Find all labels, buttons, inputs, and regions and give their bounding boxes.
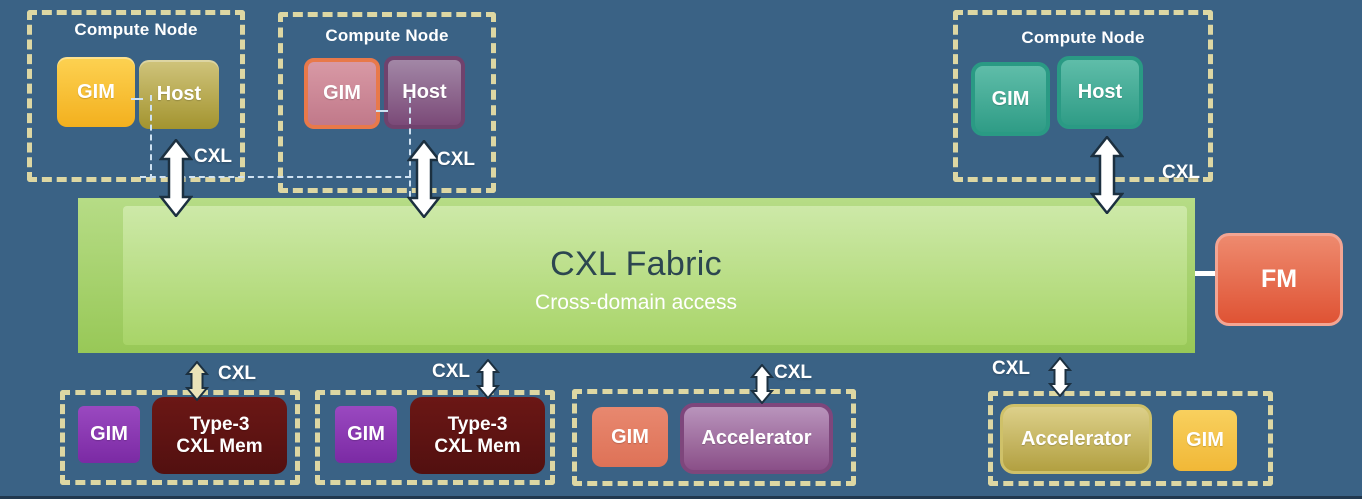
type3-cxl-mem-chip-2: Type-3 CXL Mem <box>410 397 545 474</box>
cxl-arrow-node3 <box>1090 136 1124 214</box>
cxl-label-device2: CXL <box>432 361 470 382</box>
type3-line2: CXL Mem <box>434 435 521 457</box>
gim-chip-node3: GIM <box>971 62 1050 136</box>
compute-node-3 <box>953 10 1213 182</box>
host-chip-node3: Host <box>1057 56 1143 129</box>
cxl-arrow-device4 <box>1048 357 1072 397</box>
device-node-3 <box>572 389 856 486</box>
gim2-host2-link <box>376 110 388 112</box>
cxl-label-device3: CXL <box>774 362 812 383</box>
cxl-label-device4: CXL <box>992 358 1030 379</box>
compute-node-2 <box>278 12 496 193</box>
host1-host2-cross-link <box>140 176 411 178</box>
gim-chip-device2: GIM <box>335 406 397 463</box>
cxl-arrow-device1 <box>185 361 209 401</box>
device-node-2 <box>315 390 555 485</box>
host-chip-node1: Host <box>139 60 219 129</box>
cxl-label-device1: CXL <box>218 363 256 384</box>
cxl-arrow-node2 <box>407 140 441 218</box>
slide-bottom-edge <box>0 496 1362 499</box>
cxl-arrow-device2 <box>476 359 500 399</box>
cxl-arrow-device3 <box>750 364 774 404</box>
gim-chip-device4: GIM <box>1173 410 1237 471</box>
compute-node-1 <box>27 10 245 182</box>
compute-node-2-title: Compute Node <box>325 26 449 45</box>
cxl-label-node3: CXL <box>1162 162 1200 183</box>
host2-down-link <box>409 97 411 197</box>
gim-chip-node1: GIM <box>57 57 135 127</box>
accelerator-chip-2: Accelerator <box>1000 404 1152 474</box>
device-node-4 <box>988 391 1273 486</box>
type3-line1: Type-3 <box>189 413 250 435</box>
gim1-host1-link <box>131 98 143 100</box>
type3-line2: CXL Mem <box>176 435 263 457</box>
host-chip-node2: Host <box>384 56 465 129</box>
host1-down-link <box>150 95 152 180</box>
type3-cxl-mem-chip-1: Type-3 CXL Mem <box>152 397 287 474</box>
gim-chip-device1: GIM <box>78 406 140 463</box>
cxl-arrow-node1 <box>159 139 193 217</box>
cxl-fabric-inner-panel <box>123 206 1187 345</box>
cxl-label-node1: CXL <box>194 146 232 167</box>
fabric-title: CXL Fabric <box>550 245 722 283</box>
type3-line1: Type-3 <box>447 413 508 435</box>
accelerator-chip-1: Accelerator <box>680 403 833 474</box>
fm-chip: FM <box>1215 233 1343 326</box>
device-node-1 <box>60 390 300 485</box>
fm-connector-line <box>1195 271 1216 276</box>
cxl-label-node2: CXL <box>437 149 475 170</box>
fabric-subtitle: Cross-domain access <box>535 291 737 314</box>
compute-node-3-title: Compute Node <box>1021 28 1145 47</box>
gim-chip-node2: GIM <box>304 58 380 129</box>
gim-chip-device3: GIM <box>592 407 668 467</box>
compute-node-1-title: Compute Node <box>74 20 198 39</box>
